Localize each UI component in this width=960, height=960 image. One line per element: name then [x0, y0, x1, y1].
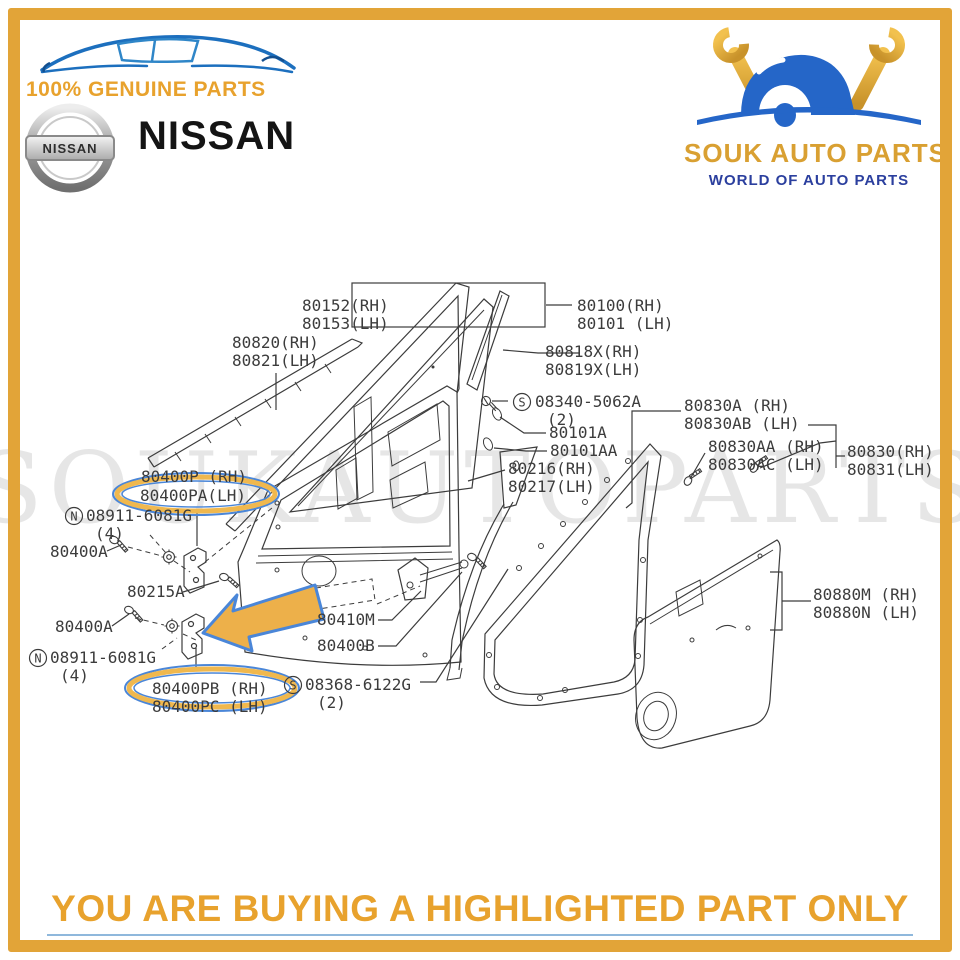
part-label-08368-qty: (2) — [317, 693, 346, 712]
hinge-lower-drawing — [181, 613, 205, 660]
trim-panel-drawing — [633, 539, 781, 749]
part-label-80215a: 80215A — [127, 582, 185, 601]
part-label-80818x-rh: 80818X(RH) — [545, 342, 641, 361]
door-check-link-drawing — [397, 557, 469, 601]
part-label-80830ab-lh: 80830AB (LH) — [684, 414, 800, 433]
header-right: SOUK AUTO PARTS WORLD OF AUTO PARTS — [684, 12, 947, 202]
part-label-08911-6081g-upper: 08911-6081G — [86, 506, 192, 525]
part-label-08911-6081g-lower: 08911-6081G — [50, 648, 156, 667]
s-prefix: S — [289, 679, 296, 693]
store-name: SOUK AUTO PARTS — [684, 138, 947, 168]
part-label-80400pa-lh: 80400PA(LH) — [140, 486, 246, 505]
part-label-80400pc-lh: 80400PC (LH) — [152, 697, 268, 716]
n-prefix-circle — [64, 506, 84, 526]
part-label-08340-qty: (2) — [547, 410, 576, 429]
part-label-80400a-lower: 80400A — [55, 617, 113, 636]
leader-lines — [106, 282, 845, 683]
bolt-icon — [217, 571, 242, 589]
highlight-ellipse-upper — [112, 472, 280, 516]
vent-glass-drawing — [466, 290, 510, 391]
part-label-80400pb-rh: 80400PB (RH) — [152, 679, 268, 698]
part-label-08911-upper-qty: (4) — [95, 524, 124, 543]
s-prefix: S — [518, 396, 525, 410]
part-label-80820-rh: 80820(RH) — [232, 333, 319, 352]
part-label-80217-lh: 80217(LH) — [508, 477, 595, 496]
nut-icon — [160, 548, 178, 566]
belt-molding-drawing — [147, 338, 364, 468]
part-label-80880n-lh: 80880N (LH) — [813, 603, 919, 622]
part-label-80819x-lh: 80819X(LH) — [545, 360, 641, 379]
wrench-right-icon — [850, 27, 905, 111]
part-label-80101a: 80101A — [549, 423, 607, 442]
footer-notice: YOU ARE BUYING A HIGHLIGHTED PART ONLY — [51, 888, 909, 929]
highlight-arrow — [201, 583, 326, 653]
s-prefix-circle — [283, 675, 303, 695]
part-label-80101aa: 80101AA — [550, 441, 618, 460]
n-prefix: N — [34, 652, 41, 666]
part-label-80821-lh: 80821(LH) — [232, 351, 319, 370]
car-silhouette-icon — [40, 34, 296, 74]
souk-auto-parts-logo-icon — [697, 27, 921, 134]
footer: YOU ARE BUYING A HIGHLIGHTED PART ONLY — [0, 888, 960, 936]
part-label-08368-6122g: 08368-6122G — [305, 675, 411, 694]
part-label-80830a-rh: 80830A (RH) — [684, 396, 790, 415]
genuine-parts-tagline: 100% GENUINE PARTS — [26, 78, 266, 101]
bolt-icon — [121, 604, 147, 624]
part-label-80830-rh: 80830(RH) — [847, 442, 934, 461]
footer-underline — [47, 934, 913, 936]
part-label-80880m-rh: 80880M (RH) — [813, 585, 919, 604]
store-subtitle: WORLD OF AUTO PARTS — [708, 172, 910, 189]
part-label-80830aa-rh: 80830AA (RH) — [708, 437, 824, 456]
part-label-80830ac-lh: 80830AC (LH) — [708, 455, 824, 474]
header-left: 100% GENUINE PARTS NISSAN NISSAN — [22, 16, 322, 196]
part-label-80100-rh: 80100(RH) — [577, 296, 664, 315]
nut-icon — [163, 617, 181, 635]
part-label-80152-rh: 80152(RH) — [302, 296, 389, 315]
weatherstrip-drawing — [483, 443, 662, 707]
n-prefix: N — [70, 510, 77, 524]
part-label-80153-lh: 80153(LH) — [302, 314, 389, 333]
part-label-80216-rh: 80216(RH) — [508, 459, 595, 478]
logo-swoosh — [697, 107, 921, 125]
part-label-80400p-rh: 80400P (RH) — [141, 467, 247, 486]
nissan-badge-text: NISSAN — [42, 141, 97, 156]
part-label-80400b: 80400B — [317, 636, 375, 655]
part-label-08340-5062a: 08340-5062A — [535, 392, 641, 411]
sash-channel-drawing — [446, 446, 538, 681]
brand-name: NISSAN — [138, 114, 296, 158]
grommet-icon — [491, 407, 503, 421]
highlight-ellipse-lower — [124, 664, 300, 712]
part-label-08911-lower-qty: (4) — [60, 666, 89, 685]
part-label-80831-lh: 80831(LH) — [847, 460, 934, 479]
door-glass-run-drawing — [225, 282, 470, 532]
part-label-80101-lh: 80101 (LH) — [577, 314, 673, 333]
part-label-80400a-upper: 80400A — [50, 542, 108, 561]
nissan-badge-icon: NISSAN — [25, 103, 115, 193]
n-prefix-circle — [28, 648, 48, 668]
s-prefix-circle — [512, 392, 532, 412]
grommet-icon — [482, 437, 494, 451]
part-label-80410m: 80410M — [317, 610, 375, 629]
door-shell-drawing — [237, 385, 462, 666]
